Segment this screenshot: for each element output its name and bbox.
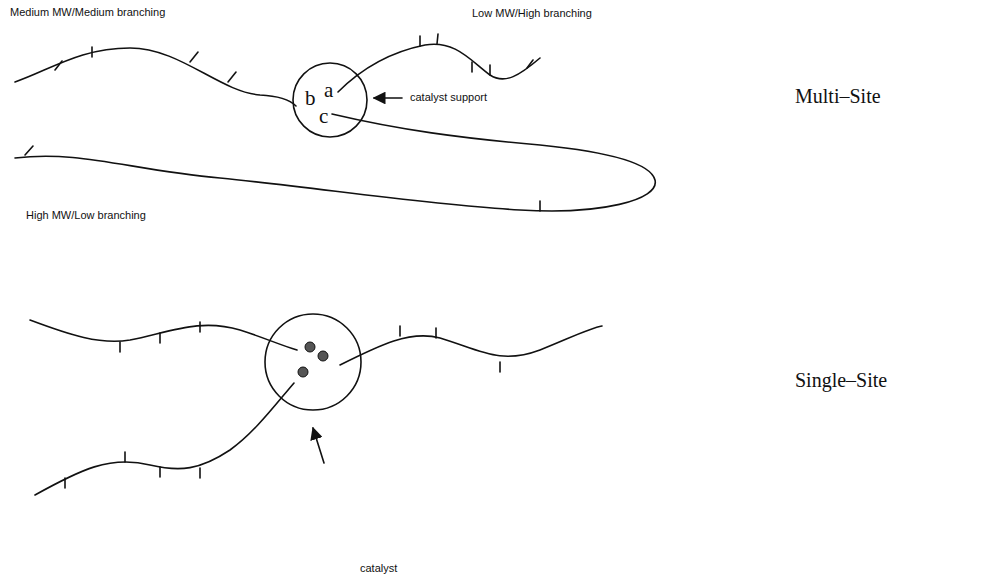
active-site xyxy=(298,367,308,377)
chain-label: Medium MW/Medium branching xyxy=(10,6,165,18)
chain-label: High MW/Low branching xyxy=(26,209,146,221)
active-site xyxy=(305,342,315,352)
active-site xyxy=(318,351,328,361)
chain-label: Low MW/High branching xyxy=(472,7,592,19)
medium-chain xyxy=(15,48,296,106)
callout-label: catalyst support xyxy=(410,91,487,103)
site-type-label: Multi–Site xyxy=(795,85,881,107)
site-letter: c xyxy=(319,106,328,127)
chain xyxy=(35,383,294,495)
high-chain xyxy=(15,114,655,211)
pointer-arrow xyxy=(374,97,402,99)
callout-label: catalyst xyxy=(360,562,397,574)
site-letter: a xyxy=(324,80,333,101)
low-chain xyxy=(338,44,540,92)
pointer-arrow xyxy=(313,428,324,463)
catalyst-support: bac xyxy=(292,62,368,138)
chain xyxy=(30,320,297,350)
chain xyxy=(340,326,602,365)
site-letter: b xyxy=(305,88,316,109)
site-type-label: Single–Site xyxy=(795,369,887,391)
